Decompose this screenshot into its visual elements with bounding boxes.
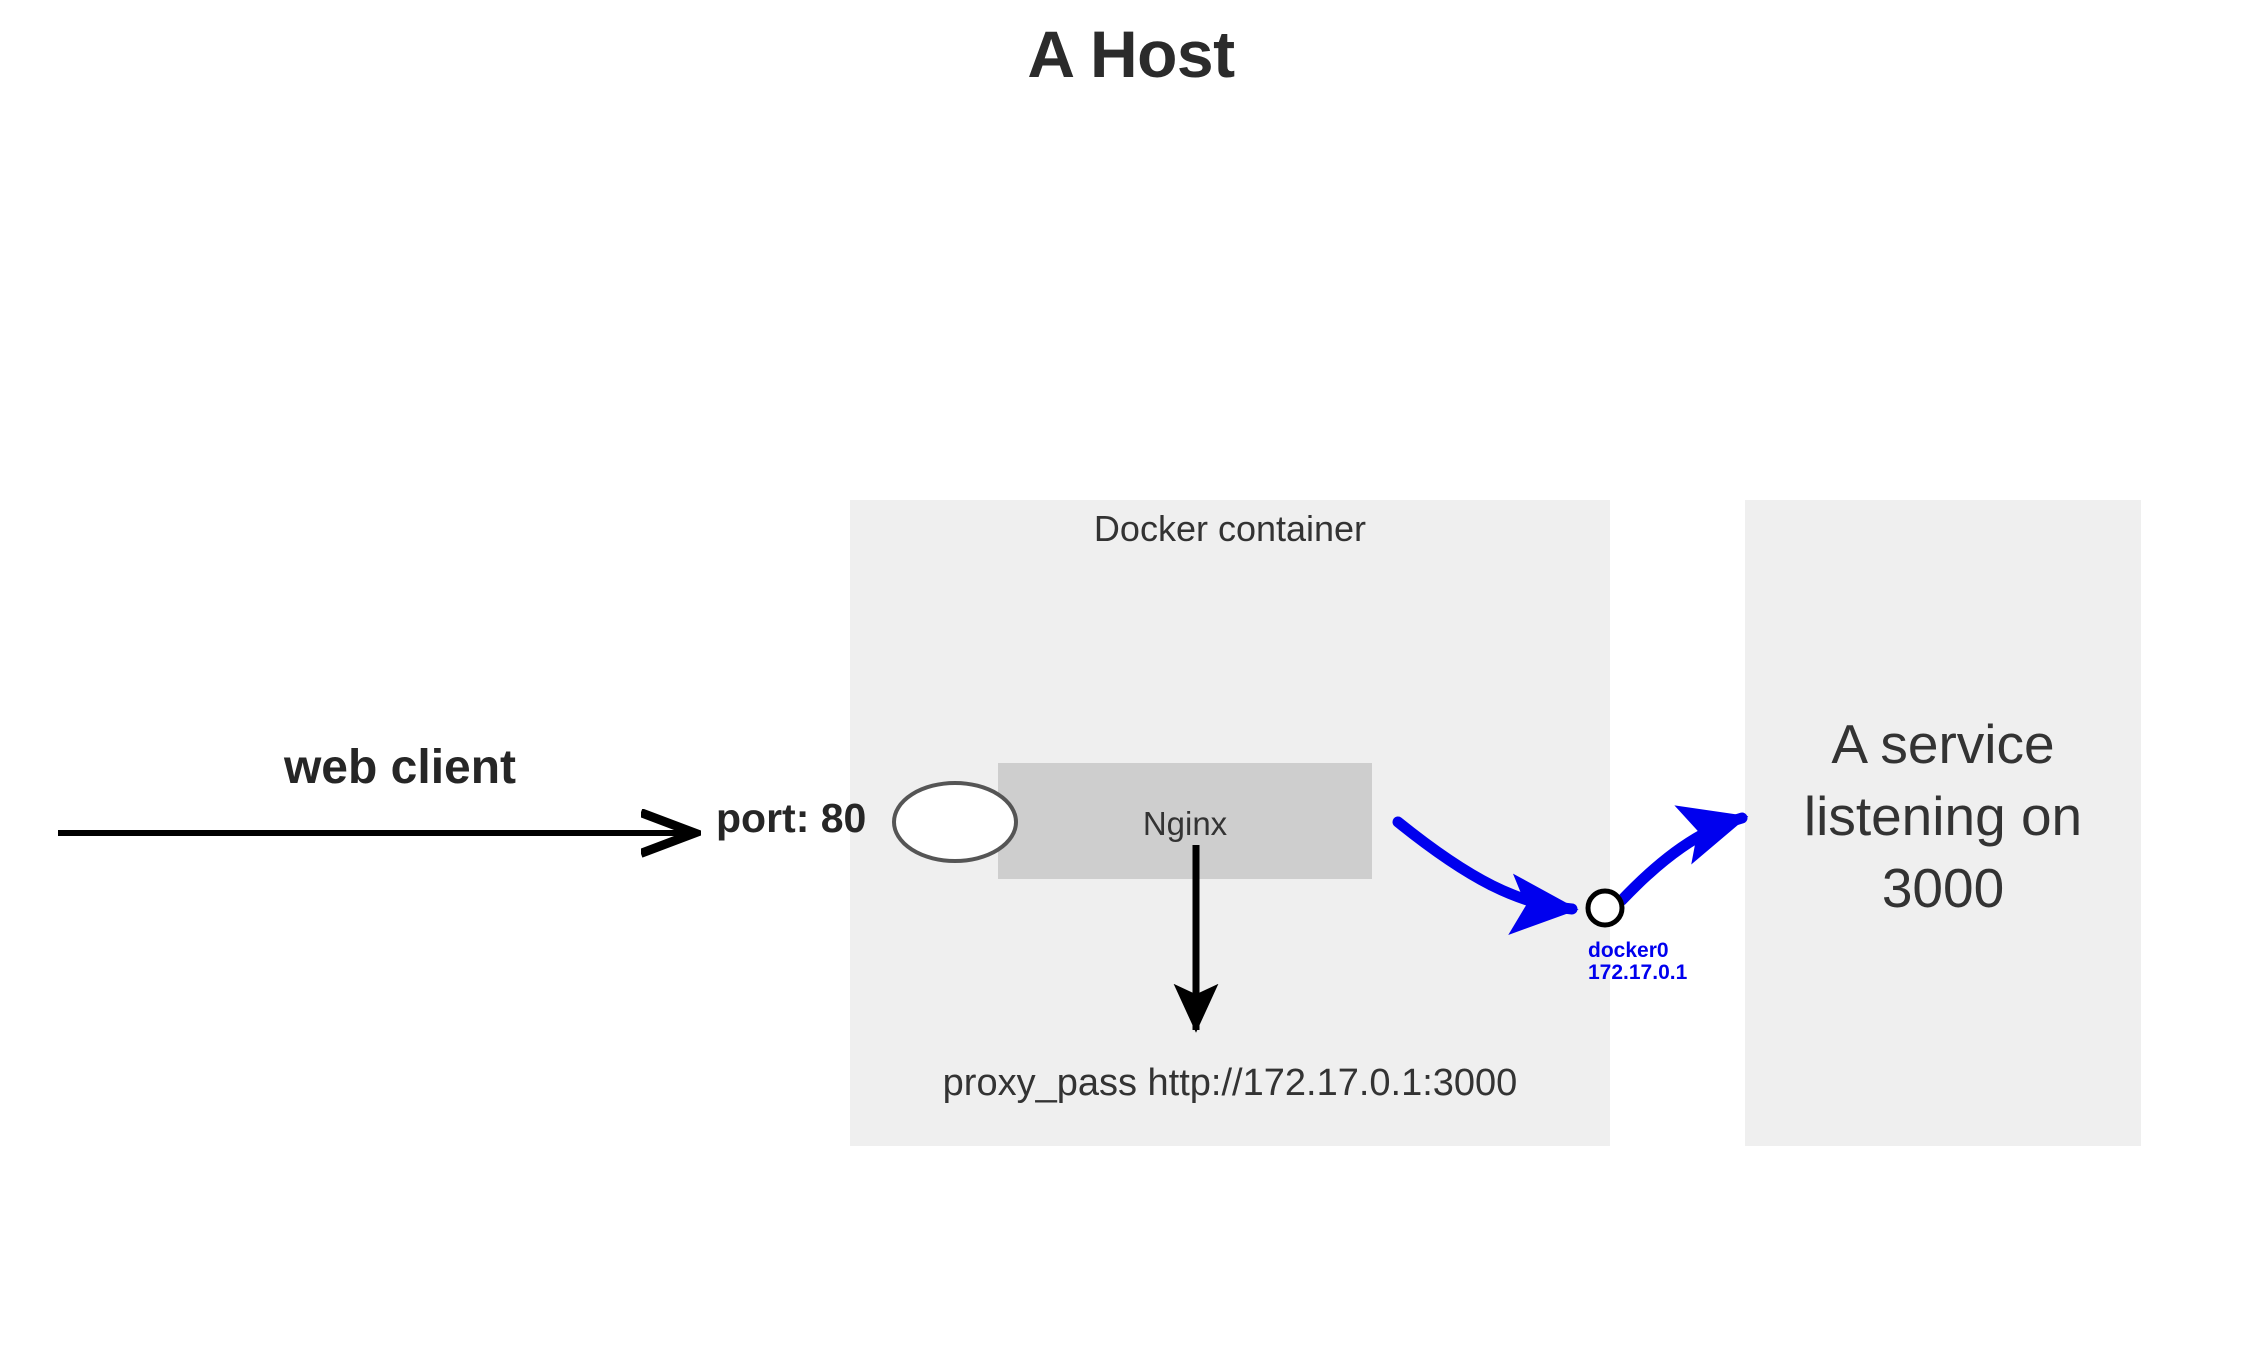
- docker-container-title: Docker container: [1093, 508, 1367, 549]
- service-host-panel: [1745, 500, 2141, 1146]
- proxy-pass-directive: proxy_pass http://172.17.0.1:3000: [942, 1062, 1518, 1104]
- bridge-to-service-arrow: [1616, 805, 1749, 906]
- web-client-label: web client: [283, 741, 517, 794]
- port-label: port: 80: [716, 795, 867, 841]
- page-title: A Host: [1027, 17, 1235, 91]
- service-description-label: A service listening on 3000: [1803, 713, 2083, 919]
- docker0-bridge-label: docker0 172.17.0.1: [1588, 939, 1688, 984]
- nginx-process-box: [998, 763, 1372, 879]
- nginx-label: Nginx: [1142, 805, 1228, 842]
